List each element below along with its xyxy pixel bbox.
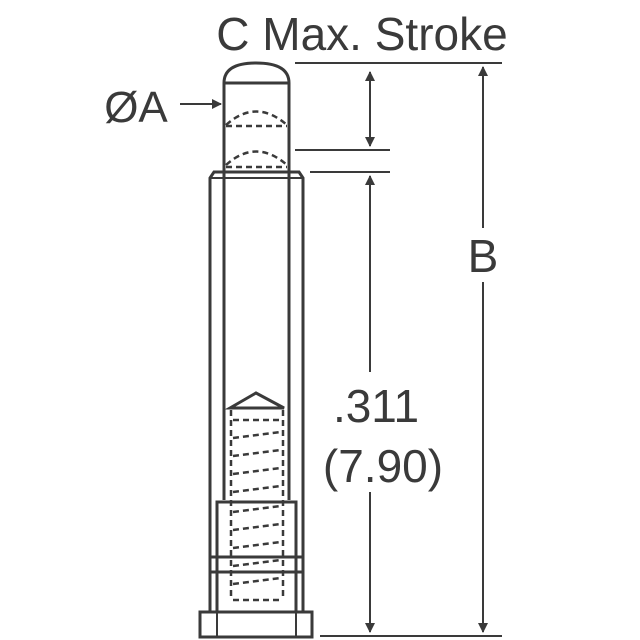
plunger: [222, 61, 291, 500]
diameter-label: ØA: [104, 83, 168, 132]
barrel: [198, 170, 314, 639]
dimension-mm-label: (7.90): [323, 440, 443, 492]
spring: [224, 391, 285, 602]
extension-lines: [295, 62, 502, 637]
length-b-label: B: [468, 230, 499, 282]
dimension-inches-label: .311: [333, 380, 419, 432]
stroke-label: C Max. Stroke: [216, 8, 507, 60]
